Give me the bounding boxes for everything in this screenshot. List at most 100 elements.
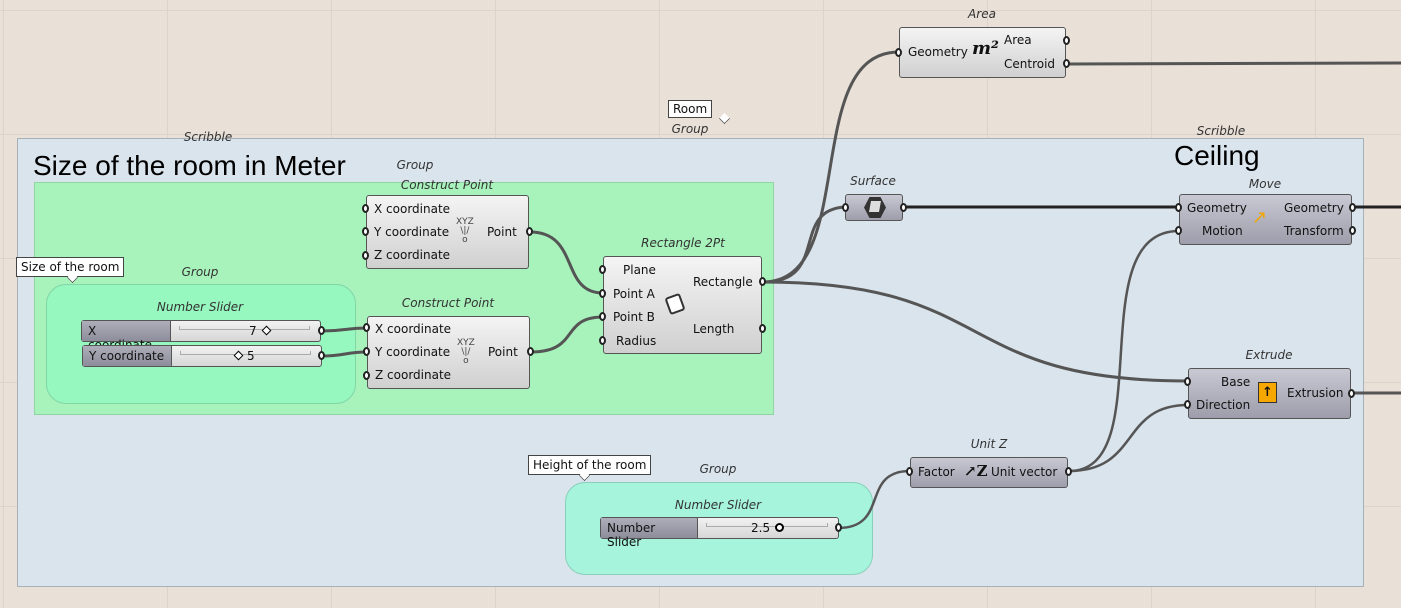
move-label: Move <box>1248 177 1282 191</box>
surface-param[interactable] <box>845 194 903 221</box>
port[interactable] <box>906 467 913 476</box>
scribble-ceiling[interactable]: Ceiling <box>1174 140 1260 171</box>
move-component[interactable]: Geometry Motion ↗ Geometry Transform <box>1179 194 1352 245</box>
size-group[interactable] <box>46 284 356 404</box>
height-slider[interactable]: Number Slider 2.5 <box>600 517 839 549</box>
port[interactable] <box>527 347 534 356</box>
extrude-component[interactable]: Base Direction ↑ Extrusion <box>1188 368 1351 419</box>
port[interactable] <box>1175 226 1182 235</box>
slider-track[interactable]: 7 <box>171 321 320 341</box>
port[interactable] <box>1349 203 1356 212</box>
port[interactable] <box>835 523 842 532</box>
port[interactable] <box>318 326 325 335</box>
output-extrusion: Extrusion <box>1287 386 1344 400</box>
input-plane: Plane <box>623 263 656 277</box>
input-radius: Radius <box>616 334 657 348</box>
input-y: Y coordinate <box>374 225 450 239</box>
port[interactable] <box>1349 226 1356 235</box>
construct-point-1[interactable]: X coordinate Y coordinate Z coordinate X… <box>366 195 529 269</box>
port[interactable] <box>1175 203 1182 212</box>
output-point: Point <box>488 345 518 359</box>
port[interactable] <box>363 371 370 380</box>
green-group-label: Group <box>396 158 434 172</box>
surface-label: Surface <box>850 174 896 188</box>
area-label: Area <box>968 7 996 21</box>
port[interactable] <box>362 251 369 260</box>
construct-point-2[interactable]: X coordinate Y coordinate Z coordinate X… <box>367 316 530 389</box>
size-tooltip: Size of the room <box>16 257 125 277</box>
port[interactable] <box>1063 59 1070 68</box>
area-m2-icon: m² <box>972 38 999 59</box>
wire <box>837 469 911 530</box>
port[interactable] <box>842 203 849 212</box>
port[interactable] <box>599 312 606 321</box>
xyz-point-icon: XYZ\|/o <box>456 217 474 245</box>
scribble-label: Scribble <box>183 130 233 144</box>
port[interactable] <box>1065 467 1072 476</box>
scribble-label: Scribble <box>1196 124 1246 138</box>
rectangle-label: Rectangle 2Pt <box>641 236 725 250</box>
port[interactable] <box>895 48 902 57</box>
input-factor: Factor <box>918 465 955 479</box>
wire <box>762 205 846 284</box>
port[interactable] <box>526 227 533 236</box>
port[interactable] <box>599 289 606 298</box>
unit-z-component[interactable]: Factor ↗Z Unit vector <box>910 457 1068 488</box>
height-group-label: Group <box>699 462 737 476</box>
input-point-a: Point A <box>613 287 655 301</box>
port[interactable] <box>1184 400 1191 409</box>
slider-track[interactable]: 2.5 <box>698 518 838 538</box>
slider-value: 5 <box>247 349 255 363</box>
input-base: Base <box>1221 375 1251 389</box>
input-point-b: Point B <box>613 310 655 324</box>
port[interactable] <box>759 324 766 333</box>
port[interactable] <box>1063 36 1070 45</box>
output-geometry: Geometry <box>1284 201 1344 215</box>
input-motion: Motion <box>1202 224 1243 238</box>
area-component[interactable]: Geometry m² Area Centroid <box>899 27 1066 78</box>
slider-label: Number Slider <box>674 498 762 512</box>
port[interactable] <box>318 351 325 360</box>
wire <box>1068 403 1189 473</box>
extrude-icon: ↑ <box>1258 382 1277 403</box>
port[interactable] <box>363 323 370 332</box>
port[interactable] <box>759 277 766 286</box>
port[interactable] <box>599 336 606 345</box>
y-coordinate-slider[interactable]: Y coordinate 5 <box>82 345 322 367</box>
output-area: Area <box>1004 33 1032 47</box>
wire <box>321 326 368 333</box>
slider-name: Number Slider <box>601 518 698 549</box>
output-rectangle: Rectangle <box>693 275 753 289</box>
rectangle-icon <box>664 292 686 316</box>
surface-icon-face <box>869 201 881 212</box>
slider-name: Y coordinate <box>83 346 172 366</box>
input-direction: Direction <box>1196 398 1251 412</box>
wire <box>1066 61 1401 66</box>
rectangle-2pt[interactable]: Plane Point A Point B Radius Rectangle L… <box>603 256 762 354</box>
extrude-label: Extrude <box>1245 348 1293 362</box>
input-geometry: Geometry <box>1187 201 1247 215</box>
port[interactable] <box>900 203 907 212</box>
input-x: X coordinate <box>374 202 451 216</box>
port[interactable] <box>363 347 370 356</box>
port[interactable] <box>1184 377 1191 386</box>
port[interactable] <box>599 265 606 274</box>
port[interactable] <box>362 204 369 213</box>
unit-z-icon: ↗Z <box>964 462 988 480</box>
input-z: Z coordinate <box>374 248 451 262</box>
port[interactable] <box>1348 389 1355 398</box>
slider-handle[interactable] <box>775 523 784 532</box>
slider-value: 7 <box>249 324 257 338</box>
scribble-size-of-room[interactable]: Size of the room in Meter <box>33 150 346 181</box>
slider-track[interactable]: 5 <box>172 346 321 366</box>
wire <box>530 315 604 354</box>
output-unit-vector: Unit vector <box>991 465 1058 479</box>
construct-point-label: Construct Point <box>400 178 494 192</box>
port[interactable] <box>362 227 369 236</box>
xyz-point-icon: XYZ\|/o <box>457 338 475 366</box>
construct-point-label: Construct Point <box>401 296 495 310</box>
input-geometry: Geometry <box>908 45 968 59</box>
input-z: Z coordinate <box>375 368 452 382</box>
wire <box>762 280 1189 383</box>
